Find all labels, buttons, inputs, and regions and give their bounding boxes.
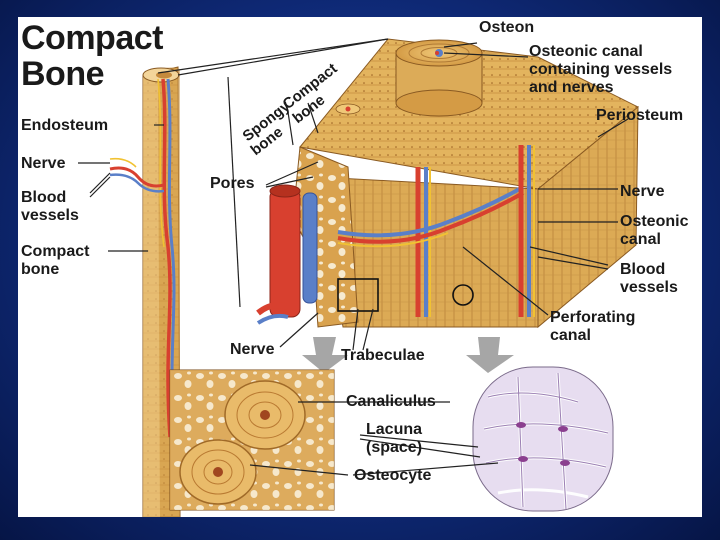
label-osteonic-canal-3: and nerves xyxy=(529,79,614,96)
label-compact-bone-left-2: bone xyxy=(21,261,60,278)
label-osteocyte: Osteocyte xyxy=(354,467,432,484)
label-nerve-bottom: Nerve xyxy=(230,341,275,358)
lacunae-magnified xyxy=(472,366,614,512)
label-periosteum: Periosteum xyxy=(596,107,684,124)
title-line-2: Bone xyxy=(21,55,105,93)
compact-bone-illustration xyxy=(78,38,639,517)
label-osteonic-canal-right-1: Osteonic xyxy=(620,213,689,230)
label-perforating-canal-1: Perforating xyxy=(550,309,636,326)
label-blood-vessels-right-1: Blood xyxy=(620,261,666,278)
lacuna-inset-circle xyxy=(452,284,474,306)
label-osteonic-canal-1: Osteonic canal xyxy=(529,43,643,60)
label-lacuna-2: (space) xyxy=(366,439,423,456)
label-blood-vessels-right-2: vessels xyxy=(620,279,678,296)
arrow-to-lacuna xyxy=(466,337,514,373)
label-lacuna-1: Lacuna xyxy=(366,421,423,438)
arrow-to-trabeculae xyxy=(302,337,348,373)
label-compact-bone-left-1: Compact xyxy=(21,243,90,260)
leader-lines xyxy=(78,38,629,476)
label-perforating-canal-2: canal xyxy=(550,327,591,344)
label-trabeculae: Trabeculae xyxy=(341,347,425,364)
label-blood-vessels-left-1: Blood xyxy=(21,189,67,206)
spongy-bone-magnified xyxy=(169,369,335,511)
label-osteonic-canal-2: containing vessels xyxy=(529,61,673,78)
title-line-1: Compact xyxy=(21,19,163,57)
label-osteon: Osteon xyxy=(479,19,535,36)
label-endosteum: Endosteum xyxy=(21,117,109,134)
label-osteonic-canal-right-2: canal xyxy=(620,231,661,248)
label-nerve-left: Nerve xyxy=(21,155,66,172)
label-blood-vessels-left-2: vessels xyxy=(21,207,79,224)
label-pores: Pores xyxy=(210,175,255,192)
label-canaliculus: Canaliculus xyxy=(346,393,436,410)
bone-wedge-block xyxy=(256,38,639,329)
diagram-panel: Compact Bone Osteon Osteonic canal conta… xyxy=(18,17,702,517)
label-nerve-right: Nerve xyxy=(620,183,665,200)
